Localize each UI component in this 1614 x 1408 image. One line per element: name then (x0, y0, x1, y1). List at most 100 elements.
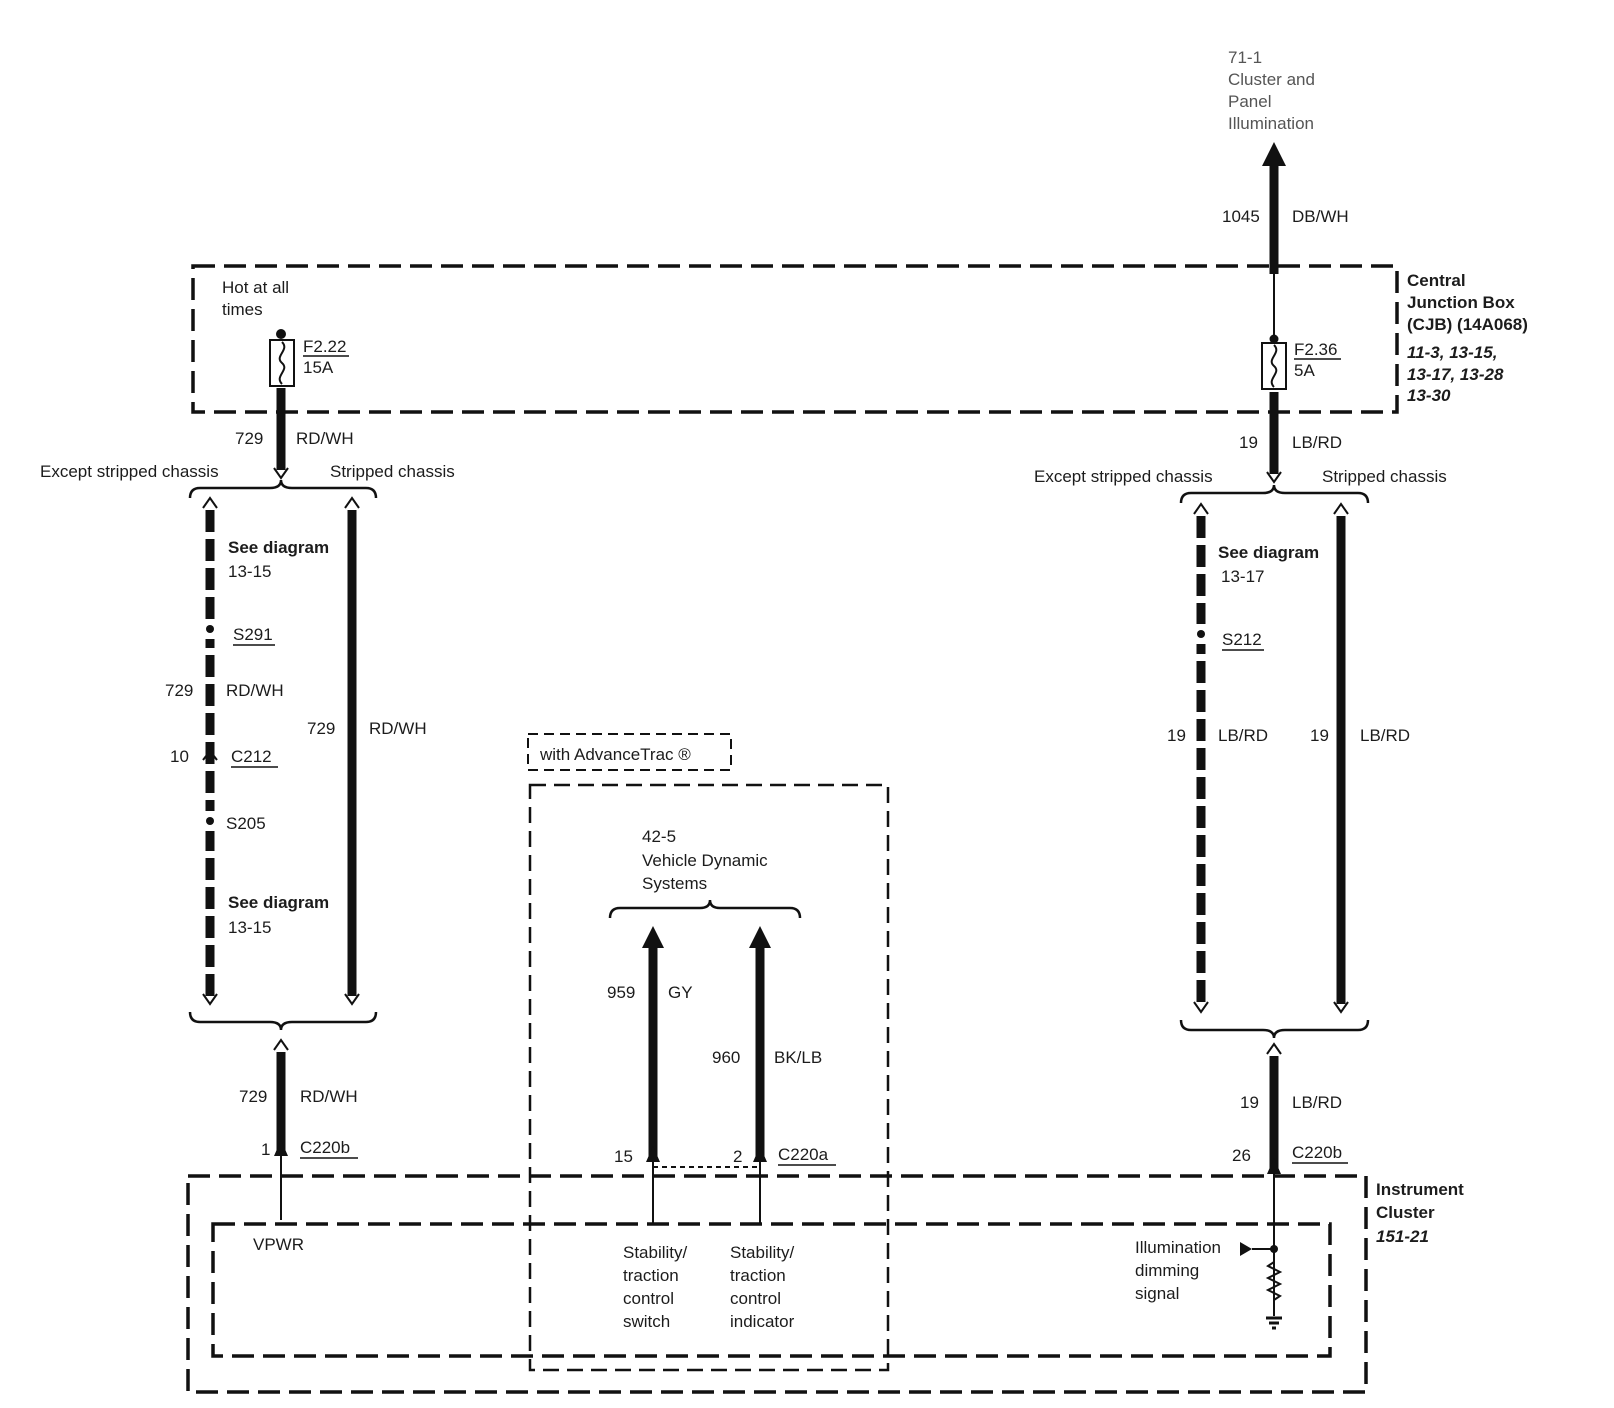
indicator-line2: traction (730, 1266, 786, 1285)
cjb-refs3: 13-30 (1407, 386, 1451, 405)
junction-dot-icon (1270, 1245, 1278, 1253)
vpwr-label: VPWR (253, 1235, 304, 1254)
connector-c212-icon (202, 749, 218, 761)
connector-break-icon (344, 993, 360, 1006)
vds-ref-line1: Vehicle Dynamic (642, 851, 768, 870)
left-c212-connector: C212 (231, 747, 272, 766)
instrument-cluster: Instrument Cluster 151-21 VPWR Stability… (186, 1174, 1464, 1394)
connector-break-icon (1266, 1042, 1282, 1055)
c220a-connector: C220a (778, 1145, 829, 1164)
cjb-refs2: 13-17, 13-28 (1407, 365, 1504, 384)
wire-960-color: BK/LB (774, 1048, 822, 1067)
right-stripped-color: LB/RD (1360, 726, 1410, 745)
cjb-title2: Junction Box (1407, 293, 1515, 312)
indicator-line4: indicator (730, 1312, 795, 1331)
junction-dot-icon (1269, 334, 1279, 344)
wire-1045-circuit: 1045 (1222, 207, 1260, 226)
arrow-up-icon (1262, 142, 1286, 166)
left-connector: C220b (300, 1138, 350, 1157)
right-connector: C220b (1292, 1143, 1342, 1162)
cjb-outline (191, 264, 1399, 414)
left-stripped-circuit: 729 (307, 719, 335, 738)
right-pin: 26 (1232, 1146, 1251, 1165)
connector-break-icon (273, 467, 289, 480)
top-ref-number: 71-1 (1228, 48, 1262, 67)
dimming-line2: dimming (1135, 1261, 1199, 1280)
junction-dot-icon (276, 329, 286, 339)
connector-break-icon (273, 1038, 289, 1051)
right-stripped-circuit: 19 (1310, 726, 1329, 745)
connector-break-icon (1193, 502, 1209, 515)
fuse-right-rating: 5A (1294, 361, 1315, 380)
switch-line4: switch (623, 1312, 670, 1331)
right-except-label: Except stripped chassis (1034, 467, 1213, 486)
left-splice2: S205 (226, 814, 266, 833)
dimming-line3: signal (1135, 1284, 1179, 1303)
right-except-circuit: 19 (1167, 726, 1186, 745)
right-top-circuit: 19 (1239, 433, 1258, 452)
connector-break-icon (1266, 471, 1282, 484)
wire-960-circuit: 960 (712, 1048, 740, 1067)
cluster-ref: 151-21 (1376, 1227, 1429, 1246)
fuse-f2-22: F2.22 15A (269, 329, 349, 387)
advancetrac-label: with AdvanceTrac ® (539, 745, 691, 764)
arrow-up-icon (749, 926, 771, 948)
wire-959-circuit: 959 (607, 983, 635, 1002)
cluster-inner-outline (211, 1222, 1332, 1358)
connector-break-icon (202, 993, 218, 1006)
pin-arrow-icon (1267, 1158, 1281, 1174)
top-ref-line2: Cluster and (1228, 70, 1315, 89)
fuse-element-icon (1270, 344, 1278, 388)
advancetrac-outline (528, 783, 890, 1372)
left-top-circuit: 729 (235, 429, 263, 448)
left-stripped-label: Stripped chassis (330, 462, 455, 481)
connector-break-icon (1333, 1001, 1349, 1014)
advancetrac-section: with AdvanceTrac ® 42-5 Vehicle Dynamic … (527, 733, 890, 1372)
wire-959-color: GY (668, 983, 693, 1002)
switch-line1: Stability/ (623, 1243, 688, 1262)
cluster-outer-outline (186, 1174, 1368, 1394)
cjb-title1: Central (1407, 271, 1466, 290)
advancetrac-label-box (527, 733, 732, 771)
vds-ref-number: 42-5 (642, 827, 676, 846)
fuse-left-id: F2.22 (303, 337, 346, 356)
left-see2: See diagram (228, 893, 329, 912)
central-junction-box: Central Junction Box (CJB) (14A068) 11-3… (191, 264, 1528, 414)
top-ref-line4: Illumination (1228, 114, 1314, 133)
pin-arrow-icon (274, 1140, 288, 1156)
wire-960-pin: 2 (733, 1147, 742, 1166)
splice-dot-icon (206, 625, 214, 633)
left-see2-ref: 13-15 (228, 918, 271, 937)
top-reference: 71-1 Cluster and Panel Illumination (1228, 48, 1315, 133)
left-c212-pin: 10 (170, 747, 189, 766)
right-see: See diagram (1218, 543, 1319, 562)
arrow-up-icon (642, 926, 664, 948)
left-mid-circuit: 729 (165, 681, 193, 700)
resistor-icon (1265, 1261, 1283, 1301)
left-bottom-circuit: 729 (239, 1087, 267, 1106)
pin-arrow-icon (753, 1146, 767, 1162)
left-top-color: RD/WH (296, 429, 354, 448)
right-see-ref: 13-17 (1221, 567, 1264, 586)
left-except-label: Except stripped chassis (40, 462, 219, 481)
left-circuit-729: 729 RD/WH Except stripped chassis Stripp… (40, 388, 455, 1220)
fuse-right-id: F2.36 (1294, 340, 1337, 359)
right-except-color: LB/RD (1218, 726, 1268, 745)
left-splice1: S291 (233, 625, 273, 644)
left-see1-ref: 13-15 (228, 562, 271, 581)
indicator-line3: control (730, 1289, 781, 1308)
connector-break-icon (1193, 1001, 1209, 1014)
vds-ref-line2: Systems (642, 874, 707, 893)
fuse-f2-36: F2.36 5A (1261, 340, 1341, 390)
cjb-refs1: 11-3, 13-15, (1407, 343, 1497, 362)
switch-line3: control (623, 1289, 674, 1308)
right-bottom-color: LB/RD (1292, 1093, 1342, 1112)
cjb-title3: (CJB) (14A068) (1407, 315, 1528, 334)
wire-959-pin: 15 (614, 1147, 633, 1166)
wire-1045: 1045 DB/WH (1222, 142, 1349, 344)
right-top-brace (1179, 484, 1370, 504)
wire-1045-color: DB/WH (1292, 207, 1349, 226)
indicator-line1: Stability/ (730, 1243, 795, 1262)
right-stripped-label: Stripped chassis (1322, 467, 1447, 486)
